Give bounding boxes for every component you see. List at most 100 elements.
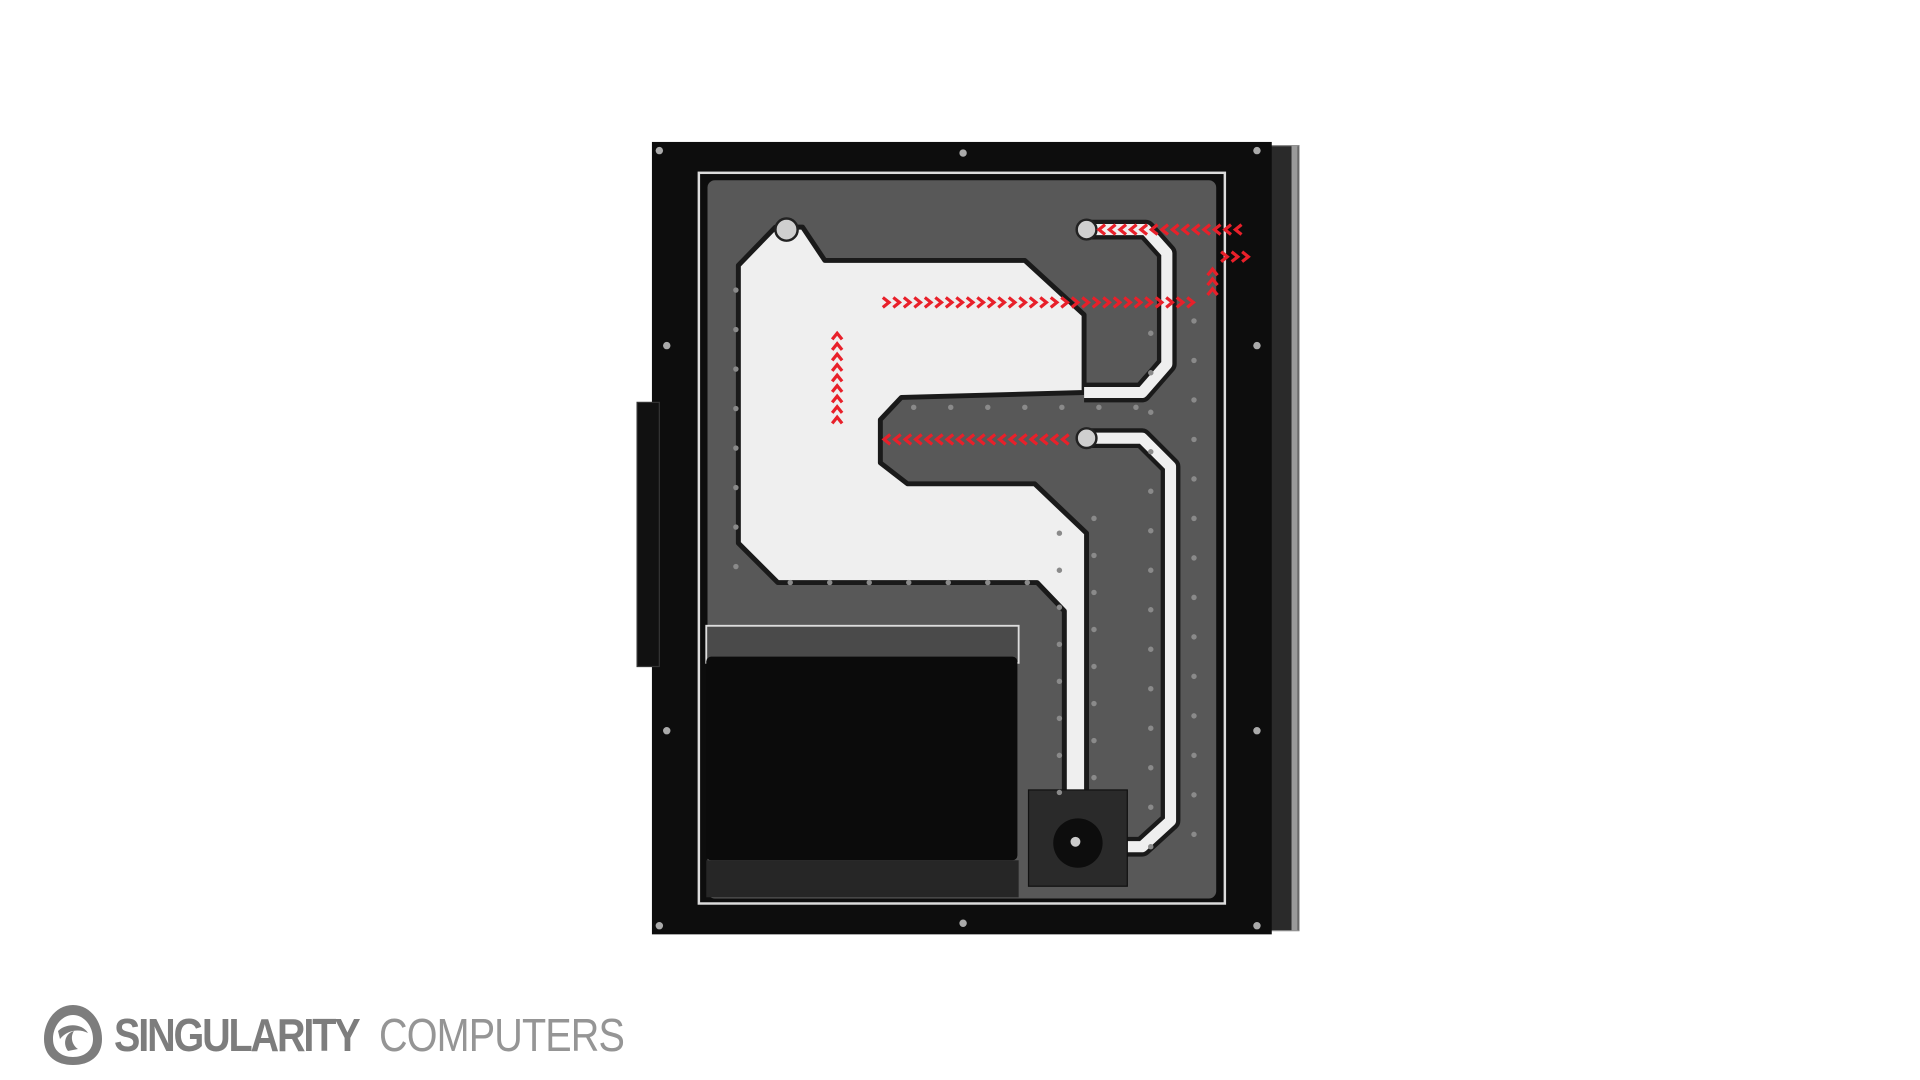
screw-icon xyxy=(1148,528,1154,534)
flow-chevron-icon xyxy=(913,296,924,309)
flow-chevron-icon xyxy=(1159,223,1170,236)
flow-chevron-icon xyxy=(933,433,944,446)
inner-outline xyxy=(697,171,1227,905)
flow-chevron-icon xyxy=(830,393,844,404)
screw-icon xyxy=(1148,567,1154,573)
flow-chevron-icon xyxy=(1133,296,1144,309)
flow-chevron-icon xyxy=(1186,296,1196,309)
flow-arrows xyxy=(830,223,1251,446)
screw-icon xyxy=(866,579,872,586)
screw-icon xyxy=(1191,594,1197,601)
flow-chevron-icon xyxy=(1007,296,1018,309)
brand-logo: SINGULARITY COMPUTERS xyxy=(38,1000,664,1070)
screw-icon xyxy=(1091,589,1097,596)
screw-icon xyxy=(733,445,739,451)
screw-icon xyxy=(1191,476,1197,482)
coolant-channel-main xyxy=(735,224,1090,795)
fitting-port-icon xyxy=(774,217,799,242)
psu-bottom-strip xyxy=(706,860,1019,898)
screw-icon xyxy=(1253,922,1261,930)
coolant-channel-return xyxy=(1086,432,1177,853)
flow-chevron-icon xyxy=(1165,296,1175,309)
screw-icon xyxy=(1191,752,1197,759)
screw-icon xyxy=(1059,404,1065,411)
screw-icon xyxy=(1191,397,1197,403)
flow-chevron-icon xyxy=(996,433,1007,446)
flow-chevron-icon xyxy=(1211,223,1222,236)
flow-chevron-icon xyxy=(1206,286,1219,296)
screw-icon xyxy=(655,146,664,155)
screw-icon xyxy=(1056,678,1063,685)
pump-center xyxy=(1070,836,1081,847)
flow-chevron-icon xyxy=(1138,223,1149,236)
flow-chevron-icon xyxy=(1106,223,1117,236)
flow-chevron-icon xyxy=(986,433,997,446)
screw-icon xyxy=(1148,765,1154,771)
left-handle-bracket xyxy=(636,401,660,668)
screw-icon xyxy=(1191,673,1197,680)
screw-icon xyxy=(733,326,739,333)
flow-chevron-icon xyxy=(881,433,892,446)
screw-icon xyxy=(787,579,793,586)
screw-icon xyxy=(1056,715,1063,722)
screw-icon xyxy=(733,524,739,530)
screw-icon xyxy=(1091,737,1097,744)
flow-chevron-icon xyxy=(830,404,844,414)
screw-icon xyxy=(1148,804,1154,810)
flow-chevron-icon xyxy=(1144,296,1154,309)
flow-chevron-icon xyxy=(912,433,923,446)
screw-icon xyxy=(663,341,671,350)
flow-chevron-icon xyxy=(1123,296,1133,309)
flow-chevron-icon xyxy=(1154,296,1165,309)
flow-chevron-icon xyxy=(1039,296,1050,309)
flow-chevron-icon xyxy=(976,296,987,309)
screw-icon xyxy=(985,404,991,411)
screw-icon xyxy=(733,405,739,412)
flow-chevron-icon xyxy=(1049,433,1060,446)
screw-icon xyxy=(1056,641,1063,648)
screw-icon xyxy=(1148,725,1154,731)
screw-icon xyxy=(1148,607,1154,613)
screw-icon xyxy=(1148,409,1154,415)
screw-icon xyxy=(959,149,967,157)
flow-chevron-icon xyxy=(1222,223,1233,236)
screw-icon xyxy=(1133,404,1139,411)
flow-chevron-icon xyxy=(997,296,1008,309)
screw-icon xyxy=(663,726,671,735)
flow-chevron-icon xyxy=(986,296,997,309)
screw-icon xyxy=(1091,774,1097,781)
flow-chevron-icon xyxy=(1232,223,1243,236)
flow-chevron-icon xyxy=(923,296,934,309)
screw-icon xyxy=(1091,700,1097,707)
flow-chevron-icon xyxy=(830,341,844,351)
screw-icon xyxy=(1056,752,1063,759)
screw-icon xyxy=(1091,552,1097,559)
screw-icon xyxy=(985,579,991,586)
screw-icon xyxy=(948,404,954,411)
flow-chevron-icon xyxy=(1091,296,1102,309)
flow-chevron-icon xyxy=(934,296,945,309)
screw-icon xyxy=(959,919,967,927)
screw-icon xyxy=(1022,404,1028,411)
screw-icon xyxy=(1148,330,1154,336)
flow-chevron-icon xyxy=(1038,433,1049,446)
flow-chevron-icon xyxy=(944,296,955,309)
flow-chevron-icon xyxy=(1049,296,1060,309)
screw-icon xyxy=(1148,686,1154,692)
screw-icon xyxy=(1191,436,1197,443)
screw-icon xyxy=(1148,844,1154,850)
flow-chevron-icon xyxy=(955,296,966,309)
screw-icon xyxy=(1191,831,1197,838)
screw-icon xyxy=(733,366,739,372)
screw-icon xyxy=(1191,318,1197,324)
screw-icon xyxy=(1148,449,1154,455)
flow-chevron-icon xyxy=(1201,223,1212,236)
flow-chevron-icon xyxy=(902,296,913,309)
flow-chevron-icon xyxy=(1230,250,1241,263)
screw-icon xyxy=(1091,626,1097,633)
flow-chevron-icon xyxy=(830,372,844,383)
flow-chevron-icon xyxy=(892,296,903,309)
screw-icon xyxy=(1091,663,1097,670)
flow-chevron-icon xyxy=(1241,250,1251,263)
